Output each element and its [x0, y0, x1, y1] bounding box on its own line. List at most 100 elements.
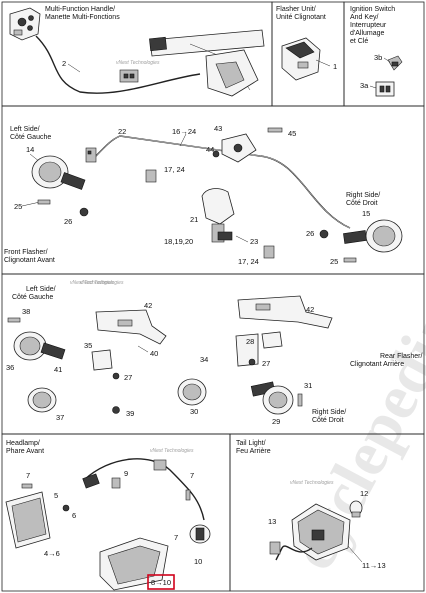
callout-7-left: 7 [26, 471, 30, 480]
headlamp-connector-icon [153, 459, 167, 471]
section-subtitle-headlamp: Phare Avant [6, 448, 44, 455]
callout-26-right: 26 [306, 229, 314, 238]
front-flasher-section: Left Side/ Côté Gauche 14 25 26 22 16→24… [1, 105, 425, 286]
section-title-tail-light: Tail Light/ [236, 440, 266, 447]
section-title-multi-function: Multi-Function Handle/ [45, 6, 115, 13]
flasher-unit-icon [281, 37, 331, 81]
callout-4-6: 4→6 [44, 549, 60, 558]
callout-43: 43 [214, 124, 222, 133]
callout-30: 30 [190, 407, 198, 416]
headlamp-right-icon [99, 537, 169, 591]
section-title-rear-right: Right Side/ [312, 409, 346, 416]
lens-37-icon [27, 387, 57, 413]
connector-17-icon [145, 169, 157, 183]
handlebar-icon [149, 29, 265, 97]
callout-9: 9 [124, 469, 128, 478]
left-rear-flasher-icon [13, 331, 66, 361]
callout-1: 1 [333, 62, 337, 71]
callout-16-24: 16→24 [172, 127, 196, 136]
flasher-bracket-icon [221, 133, 257, 163]
callout-23: 23 [250, 237, 258, 246]
callout-28: 28 [246, 337, 254, 346]
section-subtitle-ignition-4: d'Allumage [350, 30, 385, 37]
right-front-flasher-icon [343, 219, 403, 253]
callout-42-right: 42 [306, 305, 314, 314]
callout-17-24-bottom: 17, 24 [238, 257, 259, 266]
nut-27-right-icon [248, 358, 256, 366]
front-center-harness-icon [201, 188, 235, 243]
nut-39-icon [112, 406, 120, 414]
right-rear-flasher-icon [250, 381, 294, 415]
right-rear-bracket-icon [235, 295, 333, 367]
handle-connector-icon [119, 69, 139, 83]
callout-25-right: 25 [330, 257, 338, 266]
screw-38-icon [7, 317, 21, 323]
left-rear-bracket-icon [91, 309, 167, 371]
callout-37: 37 [56, 413, 64, 422]
section-title-rear-flasher: Rear Flasher/ [380, 353, 422, 360]
multi-function-switch-icon [9, 7, 41, 41]
callout-17-24-top: 17, 24 [164, 165, 185, 174]
callout-35: 35 [84, 341, 92, 350]
section-subtitle-left-side-front: Côté Gauche [10, 134, 51, 141]
ignition-switch-section: Ignition Switch And Key/ Interrupteur d'… [343, 1, 425, 107]
flasher-unit-section: Flasher Unit/ Unité Clignotant 1 [271, 1, 345, 107]
nut-26-right-icon [319, 229, 329, 239]
screw-45-icon [267, 127, 283, 133]
callout-15: 15 [362, 209, 370, 218]
callout-7-right: 7 [190, 471, 194, 480]
rear-flasher-section: Left Side/ Côté Gauche 38 36 42 35 40 41… [1, 273, 425, 435]
watermark-vnext-5: vNext Technologies [290, 480, 334, 486]
watermark-vnext-4: vNext Technologies [150, 448, 194, 454]
left-front-connector-icon [85, 147, 97, 163]
highlight-8-10-box [147, 574, 175, 590]
left-front-flasher-icon [31, 155, 86, 190]
callout-14: 14 [26, 145, 34, 154]
multi-function-handle-section: Multi-Function Handle/ Manette Multi-Fon… [1, 1, 273, 107]
section-title-right-side-front: Right Side/ [346, 192, 380, 199]
headlamp-harness [83, 458, 205, 521]
callout-5: 5 [54, 491, 58, 500]
section-subtitle-right-side-front: Côté Droit [346, 200, 378, 207]
callout-25-left: 25 [14, 202, 22, 211]
section-subtitle-ignition-2: And Key/ [350, 14, 378, 21]
tail-light-harness [275, 545, 313, 561]
callout-36: 36 [6, 363, 14, 372]
section-title-flasher-unit: Flasher Unit/ [276, 6, 316, 13]
section-title-rear-left: Left Side/ [26, 286, 56, 293]
bolt-25-left-icon [37, 199, 51, 205]
section-title-headlamp: Headlamp/ [6, 440, 40, 447]
callout-39: 39 [126, 409, 134, 418]
watermark-vnext-1: vNext Technologies [116, 60, 160, 66]
callout-29: 29 [272, 417, 280, 426]
handle-harness-wire [35, 35, 201, 94]
nut-26-left-icon [79, 207, 89, 217]
callout-18-20: 18,19,20 [164, 237, 193, 246]
tail-connector-icon [269, 541, 281, 555]
callout-13: 13 [268, 517, 276, 526]
section-subtitle-ignition-3: Interrupteur [350, 22, 387, 29]
callout-22: 22 [118, 127, 126, 136]
callout-12: 12 [360, 489, 368, 498]
tail-light-housing-icon [291, 503, 351, 561]
headlamp-section: Headlamp/ Phare Avant 7 4→6 5 6 9 7 7 [1, 433, 231, 592]
screw-7-right-icon [185, 489, 191, 501]
section-subtitle-front-flasher: Clignotant Avant [4, 257, 55, 264]
callout-11-13: 11→13 [362, 561, 386, 570]
screw-31-icon [297, 393, 303, 407]
callout-26-left: 26 [64, 217, 72, 226]
callout-40: 40 [150, 349, 158, 358]
section-subtitle-multi-function: Manette Multi-Fonctions [45, 14, 120, 21]
callout-44: 44 [206, 145, 214, 154]
callout-41: 41 [54, 365, 62, 374]
callout-7-mid: 7 [174, 533, 178, 542]
callout-38: 38 [22, 307, 30, 316]
section-subtitle-rear-left: Côté Gauche [12, 294, 53, 301]
watermark-vnext-3: vNext Technologies [70, 280, 114, 286]
watermark-vnext-2: vNext Technologies [80, 280, 124, 286]
bolt-25-right-icon [343, 257, 357, 263]
nut-27-left-icon [112, 372, 120, 380]
tail-light-section: Tail Light/ Feu Arrière 12 13 11→13 vNex… [229, 433, 425, 592]
callout-42-left: 42 [144, 301, 152, 310]
